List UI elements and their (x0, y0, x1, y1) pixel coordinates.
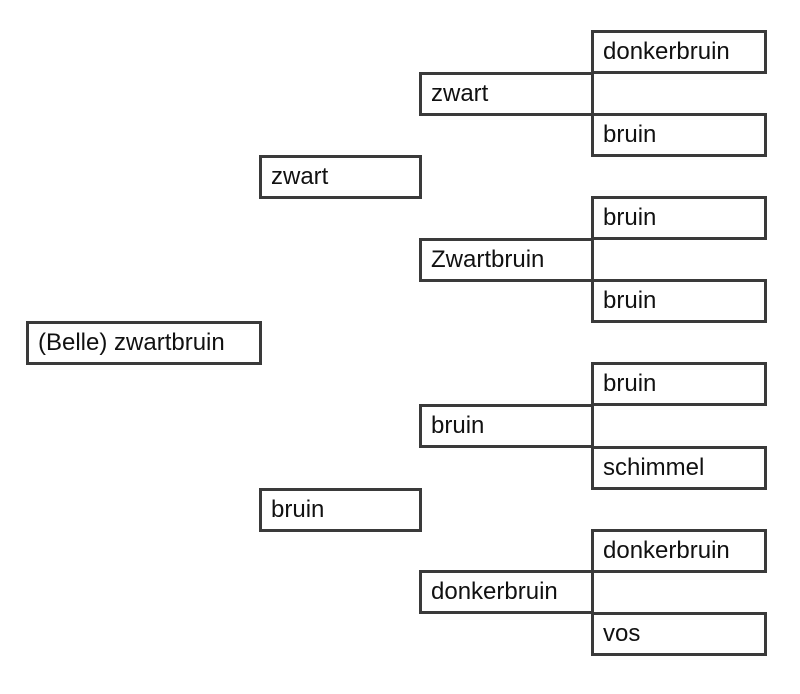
pedigree-ssd-box: bruin (591, 113, 767, 157)
pedigree-sire-sire-box: zwart (419, 72, 594, 116)
pedigree-sire-label: zwart (271, 163, 329, 190)
pedigree-dds-label: donkerbruin (603, 537, 730, 564)
pedigree-dam-dam-box: donkerbruin (419, 570, 594, 614)
connector-dam-sire (591, 404, 594, 448)
pedigree-subject-box: (Belle) zwartbruin (26, 321, 262, 365)
pedigree-sire-dam-box: Zwartbruin (419, 238, 594, 282)
pedigree-sire-sire-label: zwart (431, 80, 489, 107)
connector-sire-dam (591, 238, 594, 282)
pedigree-sds-box: bruin (591, 196, 767, 240)
pedigree-subject-label: (Belle) zwartbruin (38, 329, 225, 356)
pedigree-dam-box: bruin (259, 488, 422, 532)
pedigree-sdd-label: bruin (603, 287, 657, 314)
pedigree-ssd-label: bruin (603, 121, 657, 148)
pedigree-dam-dam-label: donkerbruin (431, 578, 558, 605)
pedigree-sire-dam-label: Zwartbruin (431, 246, 545, 273)
pedigree-ddd-label: vos (603, 620, 641, 647)
pedigree-dam-sire-label: bruin (431, 412, 485, 439)
pedigree-sds-label: bruin (603, 204, 657, 231)
pedigree-sire-box: zwart (259, 155, 422, 199)
pedigree-dss-box: bruin (591, 362, 767, 406)
pedigree-ddd-box: vos (591, 612, 767, 656)
pedigree-sss-label: donkerbruin (603, 38, 730, 65)
pedigree-dss-label: bruin (603, 370, 657, 397)
pedigree-dsd-label: schimmel (603, 454, 705, 481)
connector-sire-sire (591, 72, 594, 116)
pedigree-sdd-box: bruin (591, 279, 767, 323)
pedigree-dam-sire-box: bruin (419, 404, 594, 448)
pedigree-sss-box: donkerbruin (591, 30, 767, 74)
pedigree-dds-box: donkerbruin (591, 529, 767, 573)
pedigree-dsd-box: schimmel (591, 446, 767, 490)
pedigree-dam-label: bruin (271, 496, 325, 523)
connector-dam-dam (591, 570, 594, 614)
